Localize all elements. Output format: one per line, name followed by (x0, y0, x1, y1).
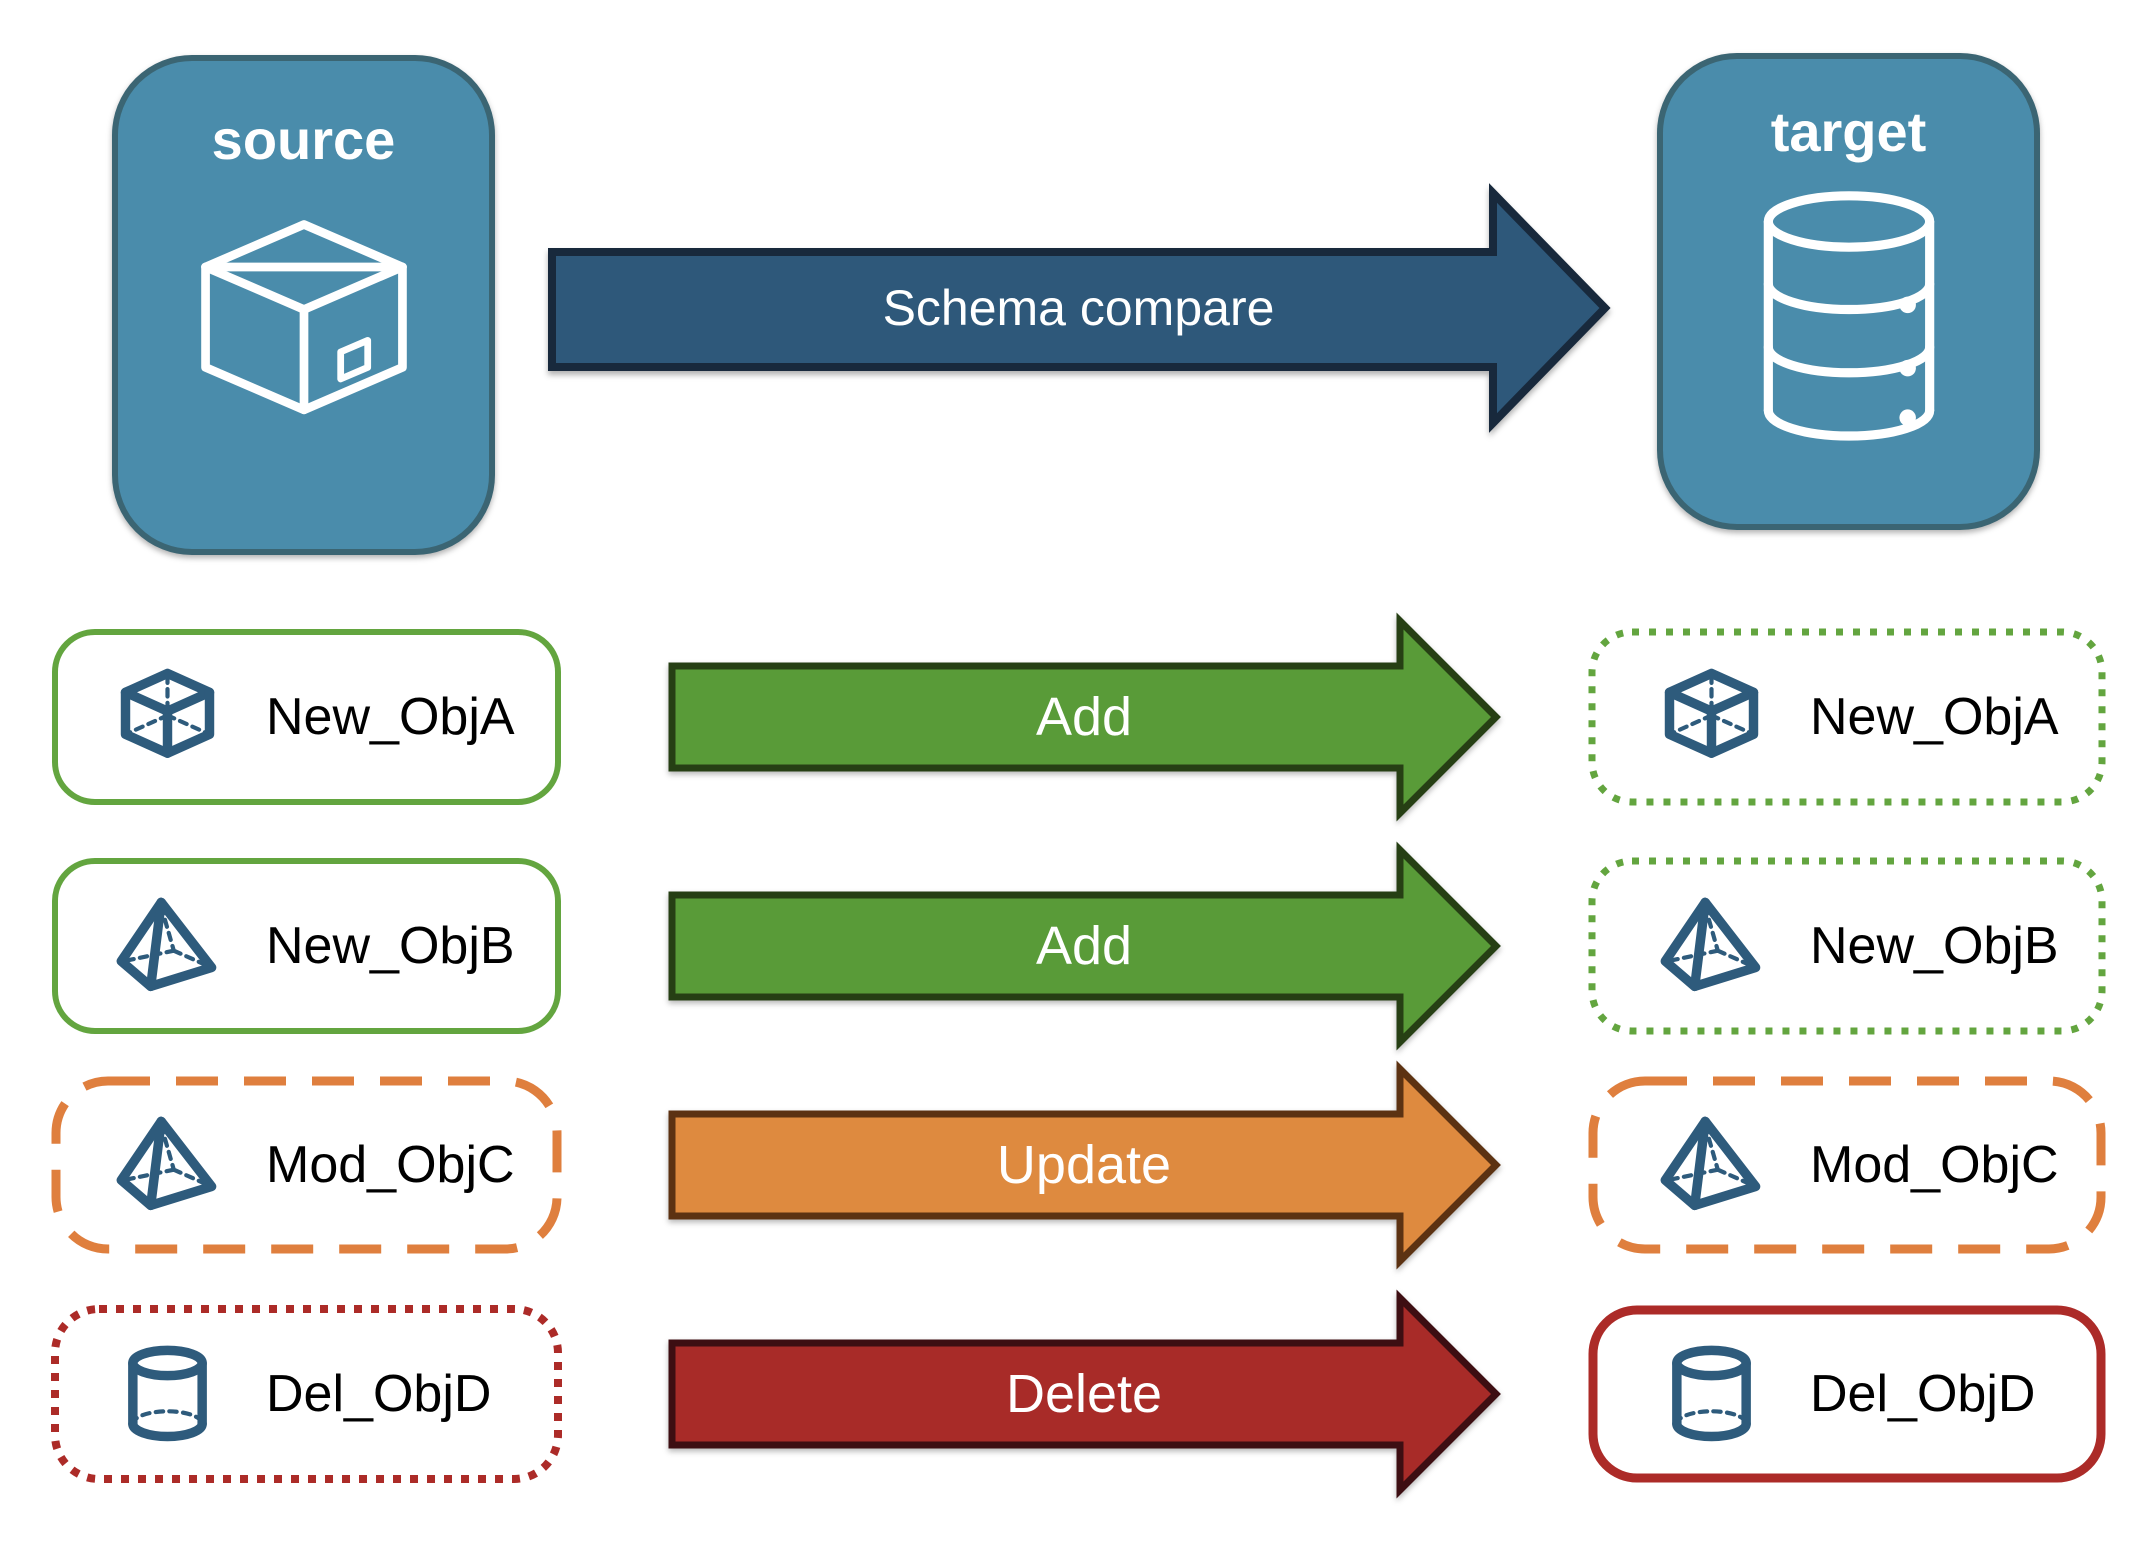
source-object-card-mod-objc: Mod_ObjC (50, 1075, 563, 1255)
source-object-card-del-objd: Del_ObjD (50, 1304, 563, 1484)
schema-compare-arrow-shape (548, 183, 1611, 433)
package-icon-graphic (200, 220, 407, 415)
pyramid-icon-graphic (116, 897, 217, 991)
add-arrow-shape (668, 612, 1501, 822)
target-title: target (1770, 100, 1927, 163)
delete-arrow-label: Delete (1005, 1364, 1163, 1424)
database-icon-graphic (1763, 191, 1934, 441)
card-border (51, 1076, 562, 1254)
update-arrow-shape (668, 1060, 1501, 1270)
cylinder-icon-graphic (128, 1345, 207, 1441)
pyramid-icon-graphic (116, 1116, 217, 1210)
pyramid-icon (115, 894, 220, 999)
add-arrow-label: Add (1035, 687, 1133, 747)
object-label: Mod_ObjC (266, 1136, 515, 1194)
pyramid-icon (1659, 1113, 1764, 1218)
source-object-card-new-objb: New_ObjB (50, 856, 563, 1036)
pyramid-icon (1659, 894, 1764, 999)
target-object-card-mod-objc: Mod_ObjC (1587, 1075, 2107, 1255)
update-arrow: Update (668, 1060, 1501, 1270)
cylinder-icon (115, 1342, 220, 1447)
object-label: Mod_ObjC (1810, 1136, 2059, 1194)
pyramid-icon-graphic (1660, 897, 1761, 991)
cylinder-icon-graphic (1672, 1345, 1751, 1441)
object-label: New_ObjA (1810, 688, 2059, 746)
object-label: New_ObjB (1810, 917, 2059, 975)
source-node: source (112, 55, 495, 555)
source-object-card-new-obja: New_ObjA (50, 627, 563, 807)
add-arrow-row1: Add (668, 612, 1501, 822)
schema-compare-arrow: Schema compare (547, 183, 1611, 433)
card-border (52, 858, 561, 1034)
cube-icon (115, 665, 220, 770)
object-label: New_ObjA (266, 688, 515, 746)
delete-arrow: Delete (668, 1289, 1501, 1499)
source-title: source (211, 108, 396, 171)
target-node: target (1657, 53, 2040, 530)
object-label: New_ObjB (266, 917, 515, 975)
card-border (52, 629, 561, 805)
update-arrow-label: Update (996, 1135, 1172, 1195)
card-border (1588, 1305, 2106, 1483)
add-arrow-row2: Add (668, 841, 1501, 1051)
package-icon (188, 211, 420, 433)
target-object-card-new-obja: New_ObjA (1587, 627, 2107, 807)
add-arrow-shape (668, 841, 1501, 1051)
cube-icon-graphic (120, 668, 215, 758)
target-object-card-del-objd: Del_ObjD (1587, 1304, 2107, 1484)
card-border (51, 1305, 562, 1483)
cylinder-icon (1659, 1342, 1764, 1447)
database-icon (1739, 183, 1959, 458)
delete-arrow-shape (668, 1289, 1501, 1499)
pyramid-icon (115, 1113, 220, 1218)
pyramid-icon-graphic (1660, 1116, 1761, 1210)
cube-icon (1659, 665, 1764, 770)
add-arrow-label: Add (1035, 916, 1133, 976)
schema-compare-label: Schema compare (882, 280, 1275, 336)
cube-icon-graphic (1664, 668, 1759, 758)
object-label: Del_ObjD (1810, 1365, 2036, 1423)
object-label: Del_ObjD (266, 1365, 492, 1423)
card-border (1588, 1076, 2106, 1254)
target-object-card-new-objb: New_ObjB (1587, 856, 2107, 1036)
